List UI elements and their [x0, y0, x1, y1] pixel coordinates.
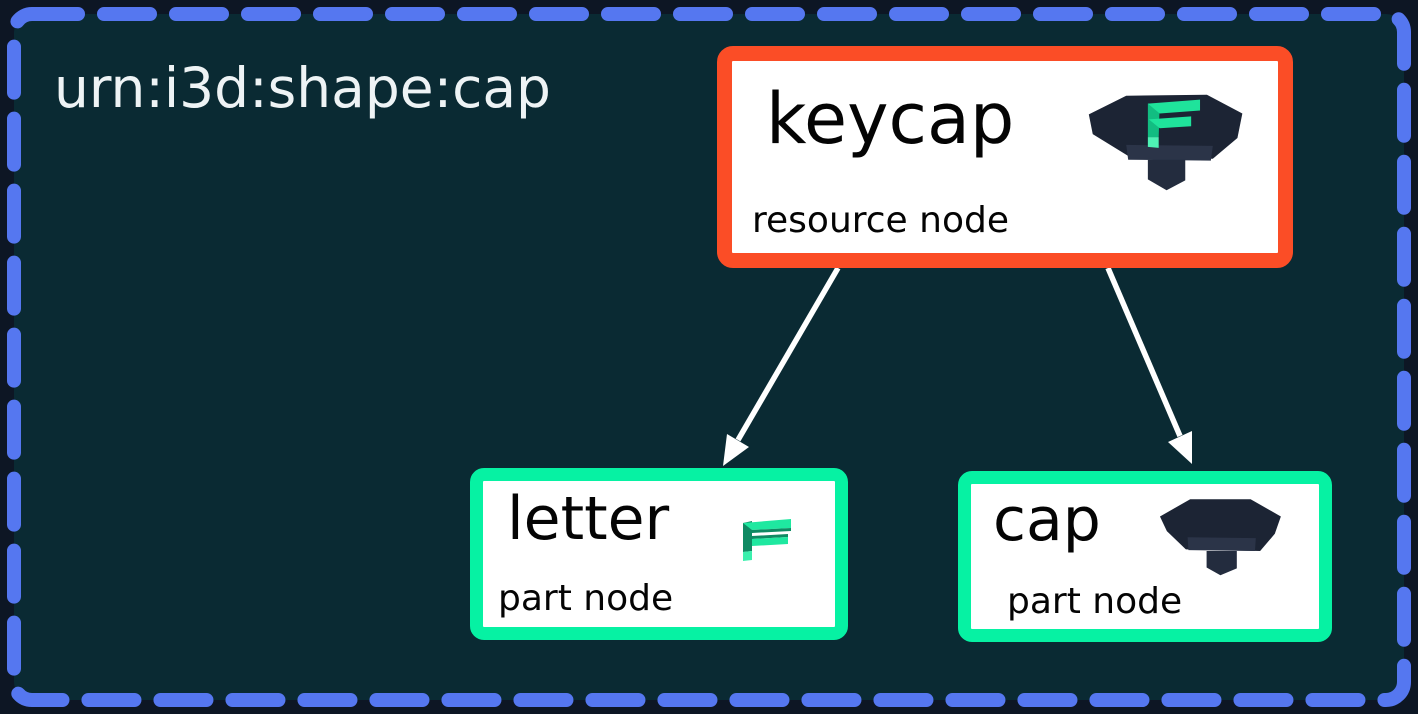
node-keycap-content: keycap resource node — [732, 61, 1278, 253]
node-cap-label: cap — [993, 485, 1101, 555]
node-keycap-type-label: resource node — [752, 200, 1009, 241]
node-cap[interactable]: cap part node — [958, 471, 1332, 642]
node-cap-content: cap part node — [971, 484, 1319, 629]
node-letter-label: letter — [507, 484, 670, 554]
diagram-title: urn:i3d:shape:cap — [54, 56, 551, 120]
node-letter[interactable]: letter part node — [470, 468, 848, 640]
node-keycap-label: keycap — [766, 78, 1015, 160]
edge-keycap-letter-arrow — [723, 266, 841, 466]
node-letter-type-label: part node — [498, 578, 674, 619]
node-letter-content: letter part node — [483, 481, 835, 627]
edge-keycap-cap-arrow — [1105, 266, 1192, 464]
node-cap-type-label: part node — [1007, 581, 1183, 622]
letter-f-3d-icon — [743, 519, 791, 561]
keycap-3d-icon — [1088, 94, 1243, 191]
cap-3d-icon — [1159, 499, 1281, 576]
node-keycap[interactable]: keycap resource node — [717, 46, 1293, 268]
